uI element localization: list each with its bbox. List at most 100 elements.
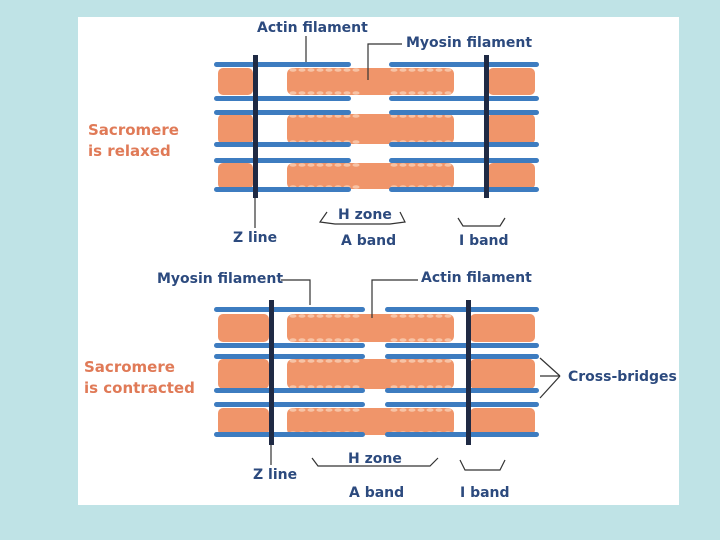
- myosin-head: [435, 68, 443, 72]
- myosin-head: [444, 408, 452, 412]
- myosin-filament-edge: [218, 408, 269, 435]
- actin-filament: [389, 187, 539, 192]
- myosin-head: [399, 68, 407, 72]
- myosin-head: [316, 114, 324, 118]
- relaxed-h-zone-bracket: [318, 211, 406, 225]
- actin-filament: [389, 62, 539, 67]
- myosin-head: [408, 114, 416, 118]
- relaxed-z-line-label: Z line: [233, 230, 278, 246]
- myosin-head: [289, 68, 297, 72]
- myosin-head: [426, 359, 434, 363]
- myosin-head: [325, 338, 333, 342]
- relaxed-state-line-1: Sacromere: [88, 121, 179, 139]
- myosin-head: [444, 163, 452, 167]
- myosin-head: [444, 359, 452, 363]
- myosin-head: [334, 163, 342, 167]
- myosin-filament-edge: [488, 68, 535, 95]
- actin-filament: [389, 158, 539, 163]
- contracted-i-band-bracket: [459, 459, 506, 471]
- myosin-head: [408, 68, 416, 72]
- myosin-filament-edge: [218, 314, 269, 342]
- myosin-head: [390, 114, 398, 118]
- myosin-head: [444, 314, 452, 318]
- myosin-head: [352, 185, 360, 189]
- myosin-head: [444, 385, 452, 389]
- myosin-head: [343, 359, 351, 363]
- myosin-filament-edge: [470, 359, 535, 389]
- myosin-head: [352, 359, 360, 363]
- myosin-head: [390, 338, 398, 342]
- actin-filament: [214, 142, 351, 147]
- myosin-head: [390, 163, 398, 167]
- myosin-head: [426, 163, 434, 167]
- contracted-h-zone-label: H zone: [348, 451, 402, 467]
- myosin-head: [399, 114, 407, 118]
- myosin-head: [399, 338, 407, 342]
- myosin-head: [343, 163, 351, 167]
- contracted-myosin-leader: [281, 279, 311, 305]
- myosin-head: [390, 91, 398, 95]
- myosin-head: [307, 68, 315, 72]
- myosin-head: [352, 314, 360, 318]
- myosin-head: [298, 408, 306, 412]
- myosin-head: [444, 68, 452, 72]
- myosin-head: [307, 408, 315, 412]
- myosin-head: [325, 91, 333, 95]
- myosin-filament: [287, 359, 454, 389]
- relaxed-myosin-filament-label: Myosin filament: [406, 35, 533, 51]
- myosin-head: [426, 68, 434, 72]
- actin-filament: [214, 432, 365, 437]
- myosin-head: [307, 91, 315, 95]
- myosin-head: [343, 68, 351, 72]
- actin-filament: [214, 402, 365, 407]
- myosin-head: [417, 338, 425, 342]
- myosin-head: [352, 91, 360, 95]
- myosin-head: [334, 338, 342, 342]
- myosin-head: [325, 408, 333, 412]
- contracted-z-line-label: Z line: [253, 467, 298, 483]
- myosin-head: [325, 314, 333, 318]
- myosin-head: [307, 338, 315, 342]
- contracted-i-band-label: I band: [460, 485, 510, 501]
- myosin-head: [289, 91, 297, 95]
- actin-filament: [385, 432, 539, 437]
- myosin-head: [325, 385, 333, 389]
- myosin-head: [343, 314, 351, 318]
- contracted-state-line-2: is contracted: [84, 379, 195, 397]
- myosin-head: [289, 359, 297, 363]
- myosin-head: [408, 314, 416, 318]
- myosin-head: [325, 359, 333, 363]
- myosin-head: [289, 338, 297, 342]
- myosin-head: [435, 163, 443, 167]
- actin-filament: [385, 354, 539, 359]
- myosin-head: [352, 163, 360, 167]
- myosin-head: [426, 408, 434, 412]
- myosin-head: [408, 91, 416, 95]
- myosin-head: [316, 408, 324, 412]
- actin-filament: [214, 96, 351, 101]
- contracted-myosin-filament-label: Myosin filament: [157, 271, 284, 287]
- contracted-a-band-bracket: [311, 457, 439, 467]
- myosin-head: [289, 114, 297, 118]
- myosin-filament-edge: [218, 114, 253, 144]
- myosin-head: [289, 314, 297, 318]
- relaxed-state-label: Sacromere is relaxed: [88, 120, 179, 162]
- myosin-head: [334, 408, 342, 412]
- myosin-filament: [287, 163, 454, 189]
- myosin-head: [417, 91, 425, 95]
- myosin-filament-edge: [488, 163, 535, 189]
- myosin-head: [352, 114, 360, 118]
- myosin-head: [352, 140, 360, 144]
- myosin-head: [325, 114, 333, 118]
- myosin-head: [334, 91, 342, 95]
- actin-filament: [214, 343, 365, 348]
- myosin-head: [343, 385, 351, 389]
- myosin-head: [316, 163, 324, 167]
- relaxed-myosin-leader: [367, 43, 402, 80]
- relaxed-state-line-2: is relaxed: [88, 142, 171, 160]
- actin-filament: [389, 110, 539, 115]
- myosin-head: [399, 359, 407, 363]
- myosin-head: [435, 338, 443, 342]
- myosin-head: [334, 314, 342, 318]
